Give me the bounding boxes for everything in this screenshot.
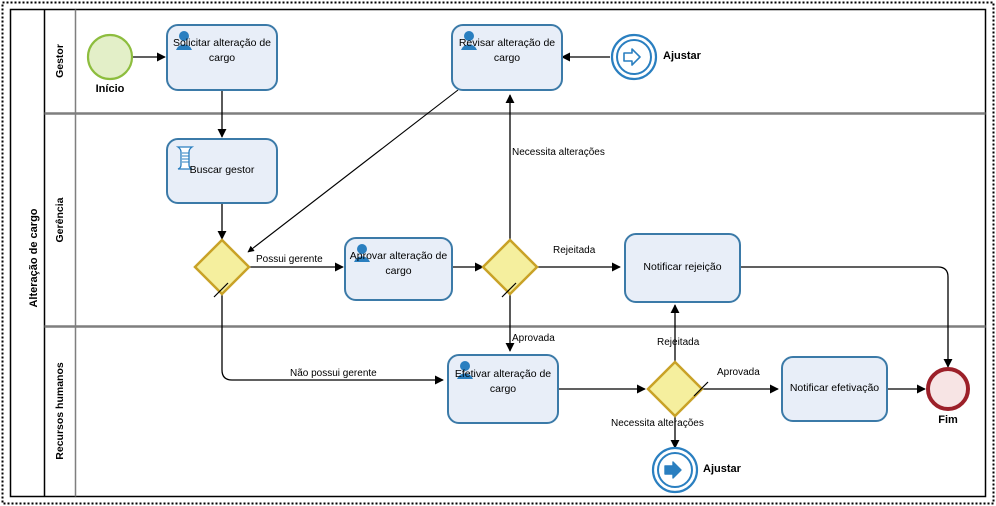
start-event-label: Início (70, 83, 150, 95)
default-flow-marker (213, 282, 229, 298)
task-efetivar-label-text: Efetivar alteração de cargo (454, 368, 552, 395)
link-throw-event-label: Ajustar (703, 463, 793, 475)
task-revisar-alteracao-de-cargo[interactable] (451, 24, 563, 91)
task-notificar-rejeicao-label-text: Notificar rejeição (643, 261, 722, 273)
user-task-icon (176, 31, 192, 50)
gateway-possui-gerente[interactable] (193, 238, 251, 298)
task-revisar-label: Revisar alteração de cargo (453, 36, 561, 66)
flow-label-possui-gerente: Possui gerente (256, 254, 323, 265)
task-notificar-rejeicao-label: Notificar rejeição (626, 260, 739, 275)
end-event-label-text: Fim (938, 414, 958, 426)
task-solicitar-label: Solicitar alteração de cargo (168, 36, 276, 66)
lane-label-rh-text: Recursos humanos (54, 362, 66, 460)
pool-label-text: Alteração de cargo (28, 208, 40, 308)
flow-label-rejeitada-1-text: Rejeitada (553, 245, 596, 256)
task-notificar-efetivacao-label-text: Notificar efetivação (789, 382, 880, 394)
flow-label-necessita-alteracoes-2-text: Necessita alterações (611, 418, 704, 429)
flow-label-nao-possui-gerente-text: Não possui gerente (290, 368, 377, 379)
task-notificar-rejeicao[interactable] (624, 233, 741, 303)
flow-label-aprovada-1-text: Aprovada (512, 333, 555, 344)
flow-label-aprovada-1: Aprovada (512, 333, 555, 344)
script-task-icon (175, 146, 195, 170)
task-aprovar-label: Aprovar alteração de cargo (346, 249, 451, 279)
end-event-label: Fim (908, 414, 988, 426)
intermediate-throw-link-event-ajustar[interactable] (651, 446, 699, 494)
task-aprovar-alteracao-de-cargo[interactable] (344, 237, 453, 301)
task-buscar-gestor-label: Buscar gestor (168, 163, 276, 178)
flow-label-necessita-alteracoes-2: Necessita alterações (611, 418, 704, 429)
task-buscar-gestor[interactable] (166, 138, 278, 204)
user-task-icon (354, 244, 370, 262)
gateway-aprovacao-gerencia[interactable] (481, 238, 539, 298)
lane-label-recursos-humanos: Recursos humanos (49, 351, 71, 471)
flow-label-aprovada-2: Aprovada (717, 367, 760, 378)
flow-label-necessita-alteracoes-1-text: Necessita alterações (512, 147, 605, 158)
task-notificar-efetivacao[interactable] (781, 356, 888, 422)
task-buscar-gestor-label-text: Buscar gestor (189, 164, 255, 176)
flow-revisar-to-gw-possui (247, 89, 459, 253)
pool-label: Alteração de cargo (21, 18, 47, 498)
lane-label-gerencia: Gerência (49, 160, 71, 280)
flow-label-necessita-alteracoes-1: Necessita alterações (512, 147, 605, 158)
task-efetivar-alteracao-de-cargo[interactable] (447, 354, 559, 424)
task-solicitar-label-text: Solicitar alteração de cargo (172, 37, 272, 64)
start-event-inicio[interactable] (86, 33, 134, 81)
flow-label-nao-possui-gerente: Não possui gerente (290, 368, 377, 379)
flow-label-rejeitada-1: Rejeitada (553, 245, 595, 256)
link-arrow-outline-icon (623, 48, 641, 66)
flow-notificar-rejeicao-to-fim (740, 266, 953, 368)
task-aprovar-label-text: Aprovar alteração de cargo (349, 250, 448, 277)
link-catch-event-label-text: Ajustar (663, 50, 701, 62)
lane-label-gerencia-text: Gerência (54, 197, 66, 243)
task-solicitar-alteracao-de-cargo[interactable] (166, 24, 278, 91)
start-event-label-text: Início (95, 83, 125, 95)
link-catch-event-label: Ajustar (663, 50, 753, 62)
task-revisar-label-text: Revisar alteração de cargo (458, 37, 556, 64)
flow-gw-possui-to-efetivar (221, 293, 444, 385)
link-throw-event-label-text: Ajustar (703, 463, 741, 475)
link-arrow-filled-icon (664, 461, 682, 479)
lane-label-gestor-text: Gestor (54, 44, 66, 78)
task-notificar-efetivacao-label: Notificar efetivação (783, 381, 886, 396)
user-task-icon (461, 31, 477, 50)
flow-label-rejeitada-2: Rejeitada (657, 337, 699, 348)
lane-label-gestor: Gestor (49, 1, 71, 121)
default-flow-marker (693, 381, 709, 397)
flow-label-possui-gerente-text: Possui gerente (256, 254, 323, 265)
gateway-aprovacao-rh[interactable] (646, 360, 709, 418)
flow-label-rejeitada-2-text: Rejeitada (657, 337, 700, 348)
intermediate-catch-link-event-ajustar[interactable] (610, 33, 658, 81)
task-efetivar-label: Efetivar alteração de cargo (449, 367, 557, 397)
flow-label-aprovada-2-text: Aprovada (717, 367, 760, 378)
default-flow-marker (501, 282, 517, 298)
end-event-fim[interactable] (926, 367, 970, 411)
user-task-icon (457, 361, 473, 379)
